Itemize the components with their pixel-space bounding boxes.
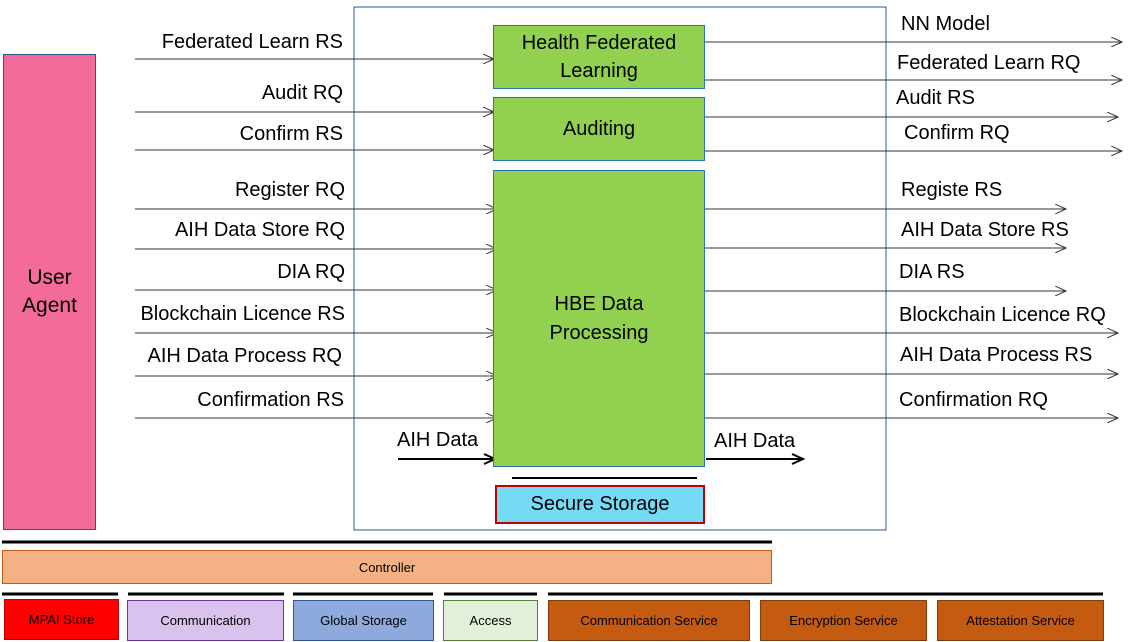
label-confirmation-rs: Confirmation RS (197, 389, 344, 411)
health-federated-learning-module: Health Federated Learning (493, 25, 705, 89)
access-box: Access (443, 600, 538, 641)
label-registe-rs: Registe RS (901, 179, 1003, 201)
label-aih-data-store-rq: AIH Data Store RQ (174, 219, 345, 241)
communication-service-box: Communication Service (548, 600, 750, 641)
label-confirmation-rq: Confirmation RQ (899, 389, 1048, 411)
auditing-module: Auditing (493, 97, 705, 161)
encryption-service-label: Encryption Service (789, 613, 898, 628)
hbe-label: HBE Data Processing (549, 292, 649, 344)
global-storage-box: Global Storage (293, 600, 434, 641)
secure-storage-label: Secure Storage (530, 493, 670, 515)
aim-boundary (353, 6, 887, 531)
label-audit-rq: Audit RQ (261, 82, 343, 104)
attestation-service-label: Attestation Service (966, 613, 1075, 628)
auditing-label: Auditing (562, 117, 636, 140)
label-aih-data-in: AIH Data (397, 429, 479, 451)
global-storage-label: Global Storage (320, 613, 407, 628)
user-agent-block: User Agent (3, 54, 96, 530)
label-confirm-rs: Confirm RS (239, 123, 343, 145)
label-dia-rq: DIA RQ (277, 261, 345, 283)
label-blockchain-licence-rs: Blockchain Licence RS (140, 303, 345, 325)
communication-service-label: Communication Service (580, 613, 718, 628)
controller-bar: Controller (2, 550, 772, 584)
mpai-store-box: MPAI Store (4, 599, 119, 640)
secure-storage-module: Secure Storage (495, 485, 705, 524)
label-register-rq: Register RQ (234, 179, 345, 201)
label-federated-learn-rs: Federated Learn RS (161, 31, 343, 53)
encryption-service-box: Encryption Service (760, 600, 927, 641)
controller-label: Controller (358, 559, 416, 575)
communication-box: Communication (127, 600, 284, 641)
hfl-label: Health Federated Learning (521, 32, 677, 82)
mpai-store-label: MPAI Store (28, 612, 95, 627)
communication-label: Communication (160, 613, 251, 628)
user-agent-label: User Agent (22, 266, 77, 317)
label-blockchain-licence-rq: Blockchain Licence RQ (899, 304, 1106, 326)
label-dia-rs: DIA RS (899, 261, 965, 283)
hbe-data-processing-module: HBE Data Processing (493, 170, 705, 467)
label-aih-data-process-rq: AIH Data Process RQ (147, 345, 342, 367)
label-aih-data-process-rs: AIH Data Process RS (900, 344, 1093, 366)
label-federated-learn-rq: Federated Learn RQ (897, 52, 1081, 74)
access-label: Access (469, 613, 512, 628)
label-confirm-rq: Confirm RQ (904, 122, 1010, 144)
label-nn-model: NN Model (901, 13, 990, 35)
label-audit-rs: Audit RS (896, 87, 975, 109)
attestation-service-box: Attestation Service (937, 600, 1104, 641)
label-aih-data-out: AIH Data (714, 430, 796, 452)
label-aih-data-store-rs: AIH Data Store RS (901, 219, 1069, 241)
